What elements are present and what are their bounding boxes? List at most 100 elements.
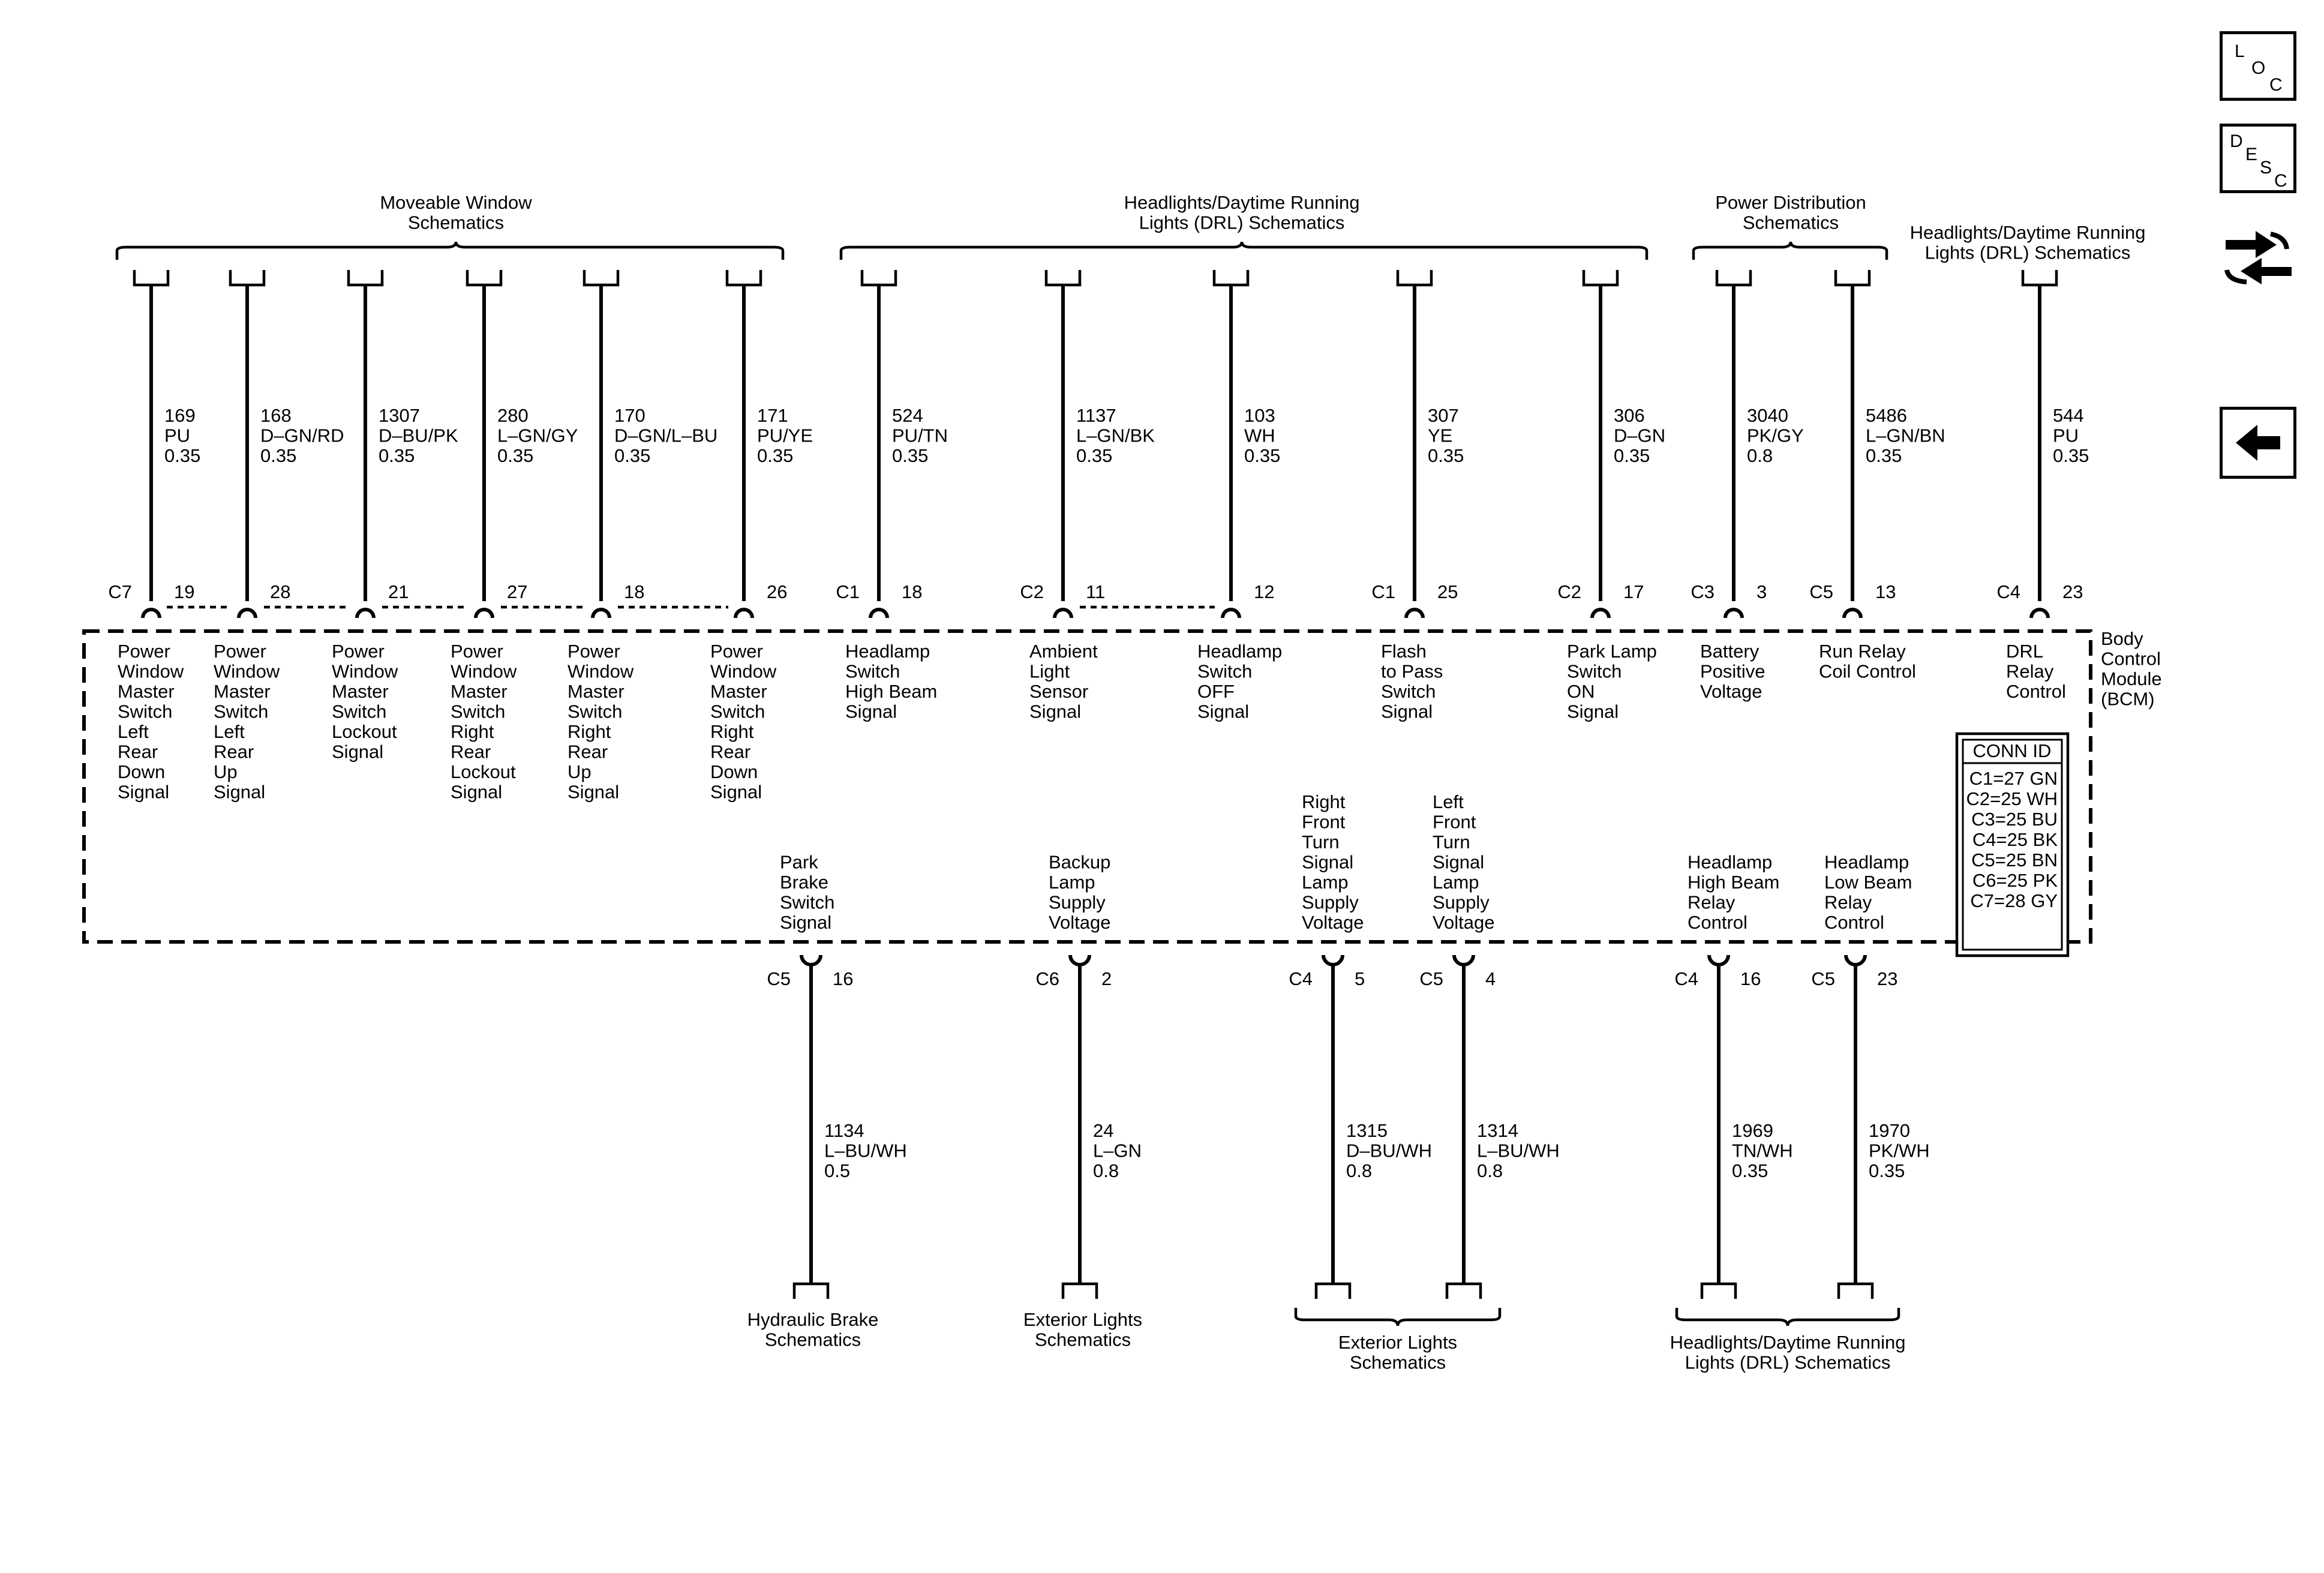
harness-connector [229, 270, 266, 287]
pin-number: 2 [1101, 968, 1112, 989]
pin-terminal [2029, 608, 2050, 619]
pin-terminal [1842, 608, 1863, 619]
pin-number: 23 [1877, 968, 1897, 989]
pin-number: 16 [1740, 968, 1761, 989]
harness-connector [1396, 270, 1433, 287]
harness-connector [725, 270, 762, 287]
pin-number: 13 [1875, 581, 1896, 602]
harness-connector [1700, 1282, 1737, 1299]
connector-label: C4 [1674, 968, 1698, 989]
pin-terminal [1590, 608, 1611, 619]
harness-connector [792, 1282, 830, 1299]
back-arrow-icon [2236, 425, 2280, 461]
connector-label: C2 [1557, 581, 1581, 602]
desc-letter-s: S [2260, 158, 2272, 178]
loc-letter-l: L [2235, 41, 2245, 61]
pin-terminal [1322, 954, 1344, 966]
pin-terminal [1404, 608, 1425, 619]
pin-terminal [1724, 608, 1744, 619]
two-way-arrows-icon[interactable] [2220, 216, 2298, 294]
pin-number: 21 [388, 581, 409, 602]
harness-connector [582, 270, 620, 287]
loc-letter-o: O [2251, 58, 2266, 78]
pin-number: 19 [174, 581, 194, 602]
pin-number: 11 [1086, 581, 1105, 602]
pin-terminal [1068, 954, 1091, 966]
harness-connector [1212, 270, 1250, 287]
conn-id-row: C7=28 GY [1970, 890, 2058, 911]
conn-id-row: C1=27 GN [1969, 768, 2058, 789]
conn-id-row: C5=25 BN [1971, 849, 2058, 870]
pin-number: 5 [1355, 968, 1365, 989]
pin-number: 27 [507, 581, 527, 602]
pin-terminal [1452, 954, 1475, 966]
pin-terminal [1221, 608, 1241, 619]
harness-connector [1314, 1282, 1352, 1299]
pin-number: 17 [1623, 581, 1644, 602]
pin-number: 28 [270, 581, 290, 602]
pin-number: 23 [2062, 581, 2083, 602]
pin-number: 18 [624, 581, 644, 602]
pin-terminal [141, 608, 161, 619]
desc-letter-c: C [2274, 171, 2287, 191]
pin-terminal [355, 608, 376, 619]
desc-button[interactable]: D E S C [2220, 124, 2296, 193]
pin-terminal [1707, 954, 1730, 966]
conn-id-row: C3=25 BU [1971, 809, 2058, 830]
connector-label: C3 [1691, 581, 1715, 602]
connector-label: C2 [1020, 581, 1044, 602]
connector-label: C1 [1371, 581, 1395, 602]
pin-number: 12 [1254, 581, 1274, 602]
back-button[interactable] [2220, 407, 2296, 479]
pin-terminal [1053, 608, 1073, 619]
harness-connector [2021, 270, 2058, 287]
connector-label: C4 [1996, 581, 2020, 602]
conn-id-row: C2=25 WH [1966, 788, 2058, 809]
loc-button[interactable]: L O C [2220, 31, 2296, 101]
desc-letter-d: D [2230, 131, 2243, 151]
connector-label: C5 [767, 968, 791, 989]
